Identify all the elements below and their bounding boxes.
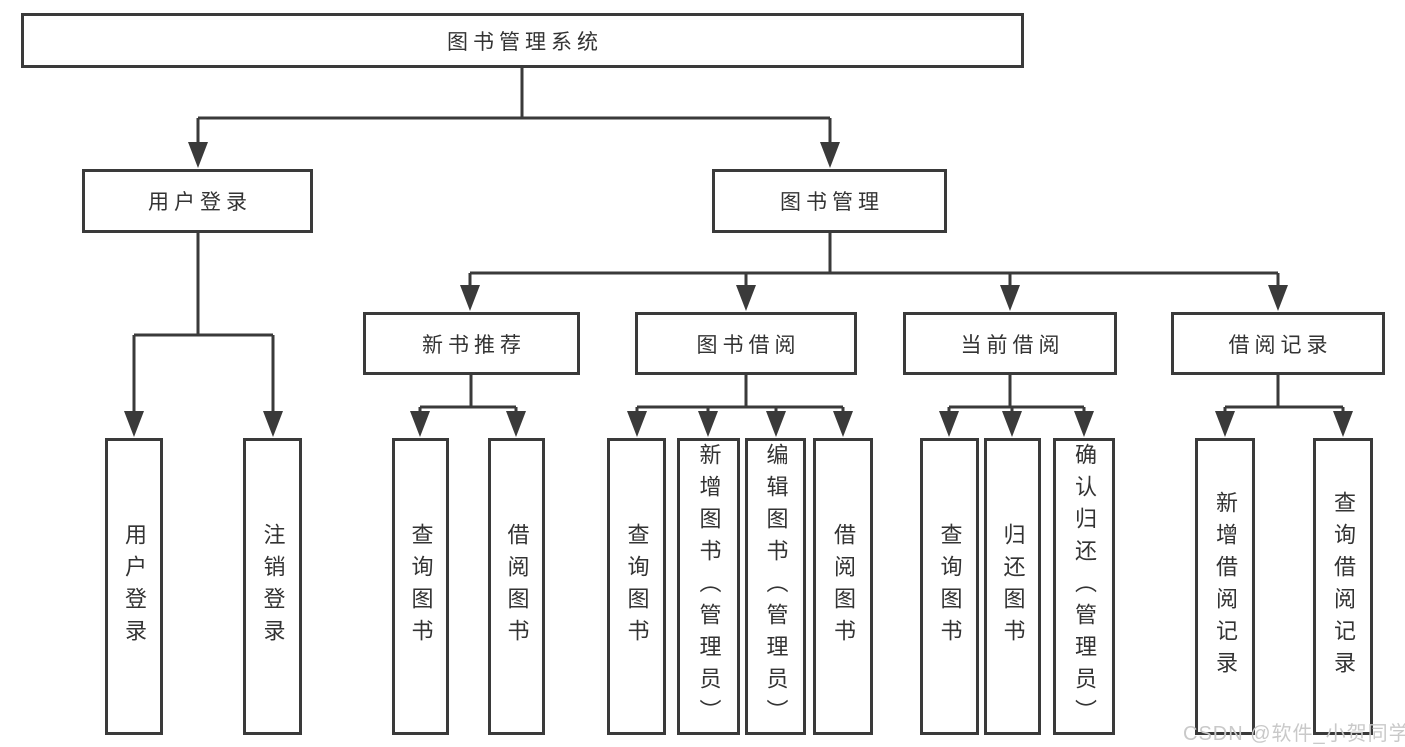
leaf-borrow-edit-book-label: 编辑图书（管理员）	[763, 442, 789, 731]
node-current-borrow: 当前借阅	[903, 312, 1117, 375]
leaf-record-add-label: 新增借阅记录	[1213, 490, 1238, 683]
node-book-management: 图书管理	[712, 169, 947, 233]
leaf-borrow-query-book: 查询图书	[607, 438, 666, 735]
leaf-current-query-book: 查询图书	[920, 438, 979, 735]
node-book-borrow: 图书借阅	[635, 312, 857, 375]
leaf-current-query-book-label: 查询图书	[937, 522, 963, 651]
leaf-recommend-borrow-book: 借阅图书	[488, 438, 545, 735]
node-current-borrow-label: 当前借阅	[960, 333, 1065, 357]
leaf-recommend-borrow-book-label: 借阅图书	[504, 522, 530, 651]
leaf-borrow-borrow-book-label: 借阅图书	[831, 522, 856, 651]
node-user-login-label: 用户登录	[148, 191, 252, 214]
leaf-recommend-query-book-label: 查询图书	[408, 522, 434, 651]
watermark-text: CSDN @软件_小贺同学	[1183, 723, 1405, 745]
node-book-management-label: 图书管理	[780, 191, 884, 214]
leaf-borrow-borrow-book: 借阅图书	[813, 438, 873, 735]
leaf-borrow-add-book: 新增图书（管理员）	[677, 438, 740, 735]
leaf-borrow-edit-book: 编辑图书（管理员）	[745, 438, 806, 735]
leaf-current-return-book-label: 归还图书	[1000, 522, 1026, 651]
arrowheads	[124, 142, 1353, 437]
leaf-user-login: 用户登录	[105, 438, 163, 735]
leaf-logout: 注销登录	[243, 438, 302, 735]
connector-lines	[132, 68, 1345, 414]
node-borrow-record-label: 借阅记录	[1228, 333, 1333, 357]
leaf-user-login-label: 用户登录	[122, 522, 147, 651]
leaf-record-query-label: 查询借阅记录	[1331, 490, 1356, 683]
node-user-login: 用户登录	[82, 169, 313, 233]
node-root: 图书管理系统	[21, 13, 1024, 68]
leaf-recommend-query-book: 查询图书	[392, 438, 449, 735]
node-new-book-recommend: 新书推荐	[363, 312, 580, 375]
leaf-logout-label: 注销登录	[260, 522, 286, 651]
leaf-current-confirm-return: 确认归还（管理员）	[1053, 438, 1115, 735]
leaf-record-query: 查询借阅记录	[1313, 438, 1373, 735]
node-borrow-record: 借阅记录	[1171, 312, 1385, 375]
node-root-label: 图书管理系统	[447, 30, 603, 54]
node-book-borrow-label: 图书借阅	[696, 333, 801, 357]
leaf-current-confirm-return-label: 确认归还（管理员）	[1072, 442, 1097, 731]
leaf-borrow-query-book-label: 查询图书	[624, 522, 650, 651]
node-new-book-recommend-label: 新书推荐	[422, 333, 526, 357]
leaf-record-add: 新增借阅记录	[1195, 438, 1255, 735]
leaf-borrow-add-book-label: 新增图书（管理员）	[696, 442, 722, 731]
leaf-current-return-book: 归还图书	[984, 438, 1041, 735]
